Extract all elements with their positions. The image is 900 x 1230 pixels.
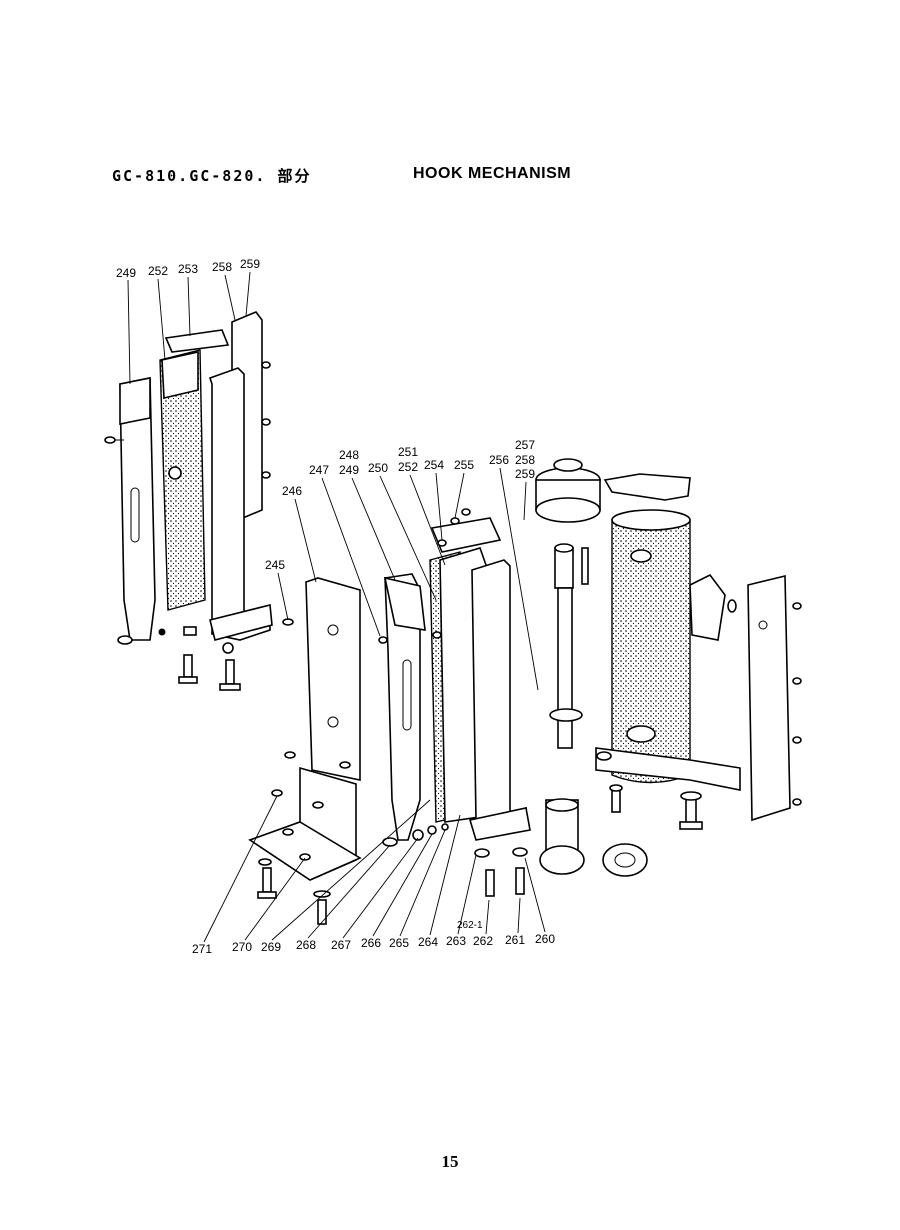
gear xyxy=(539,845,585,875)
callout-262: 262 xyxy=(473,934,493,948)
knob-part xyxy=(168,466,182,480)
callout-248: 248 xyxy=(339,448,359,462)
callout-257: 257 xyxy=(515,438,535,452)
cylinder-body xyxy=(611,511,691,784)
callout-262-1: 262-1 xyxy=(457,920,483,931)
frame-252 xyxy=(159,349,206,611)
bolt-head xyxy=(219,683,241,691)
screw-head xyxy=(117,635,133,645)
callout-249-c: 249 xyxy=(339,463,359,477)
column-main xyxy=(471,559,527,839)
callout-259-c: 259 xyxy=(515,467,535,481)
plate-slot xyxy=(130,487,140,543)
callout-267: 267 xyxy=(331,938,351,952)
callout-254: 254 xyxy=(424,458,444,472)
callout-258-c: 258 xyxy=(515,453,535,467)
screw xyxy=(104,436,116,444)
bolt-head xyxy=(178,676,198,684)
callout-260: 260 xyxy=(535,932,555,946)
bracket xyxy=(689,573,726,641)
page-number: 15 xyxy=(441,1152,459,1171)
plate-254 xyxy=(430,517,502,553)
callout-256: 256 xyxy=(489,453,509,467)
callout-249-tl: 249 xyxy=(116,266,136,280)
callout-253-tl: 253 xyxy=(178,262,198,276)
right-assembly xyxy=(595,473,802,830)
callout-255: 255 xyxy=(454,458,474,472)
callouts: 249 252 253 258 259 245 246 247 248 249 … xyxy=(116,257,555,956)
callout-261: 261 xyxy=(505,933,525,947)
plate-246 xyxy=(305,577,361,781)
pin xyxy=(158,628,166,636)
callout-250: 250 xyxy=(368,461,388,475)
plate-249-top xyxy=(383,576,426,631)
callout-270: 270 xyxy=(232,940,252,954)
hook-shaft xyxy=(535,458,648,877)
drive-gear xyxy=(602,843,648,877)
plate-tab xyxy=(119,377,151,425)
section-title: HOOK MECHANISM xyxy=(413,165,572,182)
model-label: GC-810.GC-820. 部分 xyxy=(112,167,312,185)
left-assembly xyxy=(104,311,273,691)
shaft xyxy=(557,587,573,749)
callout-252-tl: 252 xyxy=(148,264,168,278)
callout-247: 247 xyxy=(309,463,329,477)
frame-top xyxy=(161,351,199,399)
callout-251: 251 xyxy=(398,445,418,459)
callout-246: 246 xyxy=(282,484,302,498)
column-base xyxy=(209,603,273,641)
base-foot xyxy=(248,821,362,881)
callout-269: 269 xyxy=(261,940,281,954)
callout-268: 268 xyxy=(296,938,316,952)
bolt xyxy=(225,659,235,685)
cover-plate xyxy=(603,473,691,501)
callout-271: 271 xyxy=(192,942,212,956)
column-base xyxy=(468,807,531,841)
side-plate xyxy=(747,574,791,822)
center-assembly xyxy=(248,508,531,925)
callout-258-tl: 258 xyxy=(212,260,232,274)
callout-266: 266 xyxy=(361,936,381,950)
callout-259-tl: 259 xyxy=(240,257,260,271)
callout-245: 245 xyxy=(265,558,285,572)
bracket-253 xyxy=(164,329,230,353)
callout-265: 265 xyxy=(389,936,409,950)
callout-252-c: 252 xyxy=(398,460,418,474)
nut xyxy=(222,642,234,654)
bolt xyxy=(183,654,193,678)
callout-263: 263 xyxy=(446,934,466,948)
washer xyxy=(183,626,197,636)
cylinder-base xyxy=(595,747,741,791)
callout-264: 264 xyxy=(418,935,438,949)
